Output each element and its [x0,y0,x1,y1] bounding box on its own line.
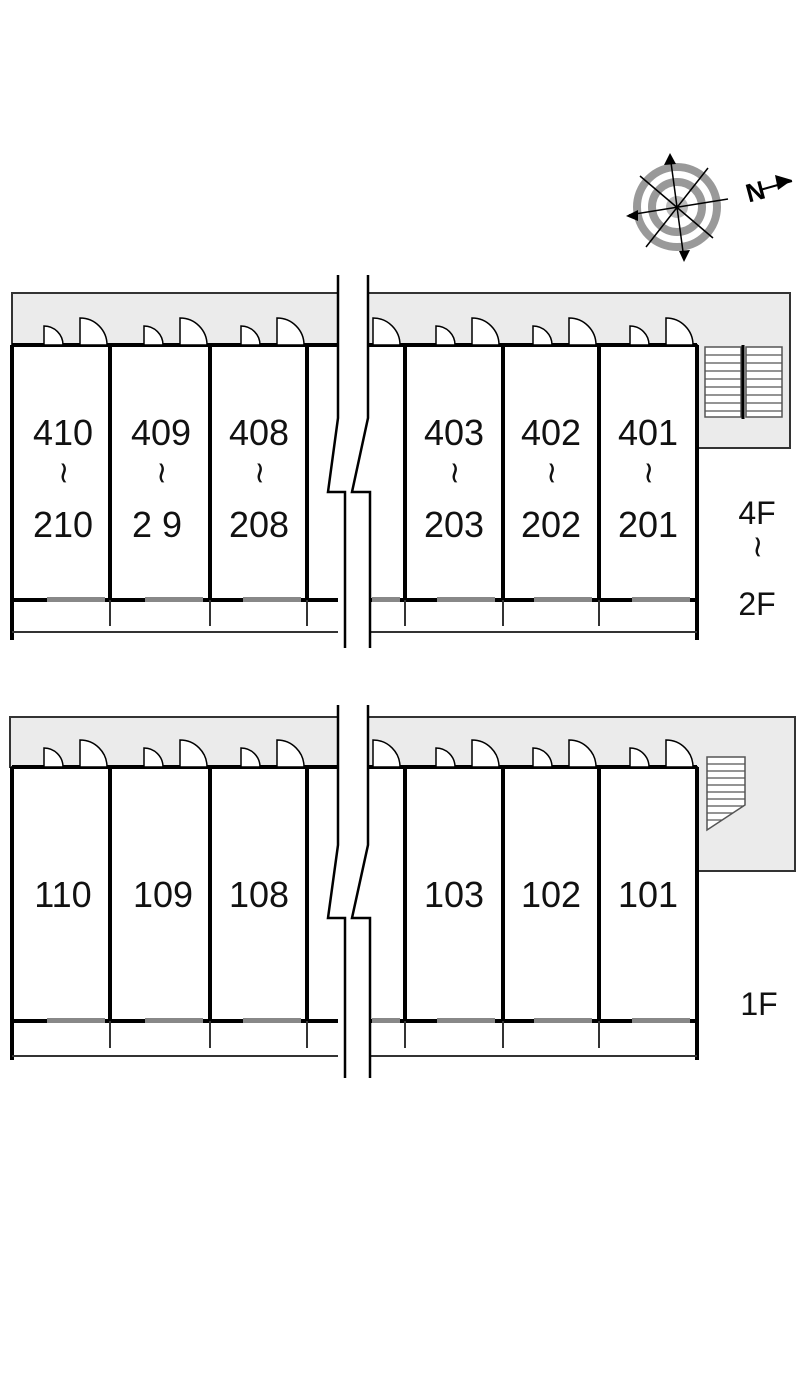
unit-number-lower: 202 [521,504,581,545]
range-mark: ~ [242,460,277,485]
svg-text:~: ~ [740,534,775,559]
ground-floor-block: 110 109 108 103 102 101 1F [9,705,796,1078]
range-mark: ~ [437,460,472,485]
unit-number-lower: 203 [424,504,484,545]
floor-label-1f: 1F [740,986,777,1022]
break-symbol [326,705,372,1078]
unit-108: 108 [229,874,289,915]
unit-110: 110 [34,874,91,915]
svg-text:2F: 2F [738,586,775,622]
break-symbol [326,275,372,648]
unit-403: 403 ~ 203 [424,412,484,545]
unit-number-lower: 208 [229,504,289,545]
unit-number-lower: 2 9 [132,504,182,545]
unit-409: 409 ~ 2 9 [131,412,191,545]
unit-number-upper: 408 [229,412,289,453]
unit-number-upper: 401 [618,412,678,453]
unit-number-upper: 410 [33,412,93,453]
upper-floor-block: 410 ~ 210 409 ~ 2 9 408 ~ 208 403 ~ 203 … [10,275,791,648]
unit-410: 410 ~ 210 [33,412,93,545]
unit-109: 109 [133,874,193,915]
floor-label-4f-2f: 4F ~ 2F [738,495,775,622]
range-mark: ~ [534,460,569,485]
door-icon [43,317,694,346]
unit-number-upper: 409 [131,412,191,453]
unit-number-upper: 403 [424,412,484,453]
unit-103: 103 [424,874,484,915]
range-mark: ~ [46,460,81,485]
unit-number-lower: 201 [618,504,678,545]
door-icon [43,739,694,768]
staircase-icon [704,345,783,419]
svg-text:4F: 4F [738,495,775,531]
staircase-icon [706,756,746,832]
north-label: N [742,175,768,209]
range-mark: ~ [144,460,179,485]
unit-101: 101 [618,874,678,915]
unit-408: 408 ~ 208 [229,412,289,545]
unit-number-upper: 402 [521,412,581,453]
compass-rose-icon: N [626,153,793,262]
unit-402: 402 ~ 202 [521,412,581,545]
unit-401: 401 ~ 201 [618,412,678,545]
range-mark: ~ [631,460,666,485]
unit-102: 102 [521,874,581,915]
unit-number-lower: 210 [33,504,93,545]
